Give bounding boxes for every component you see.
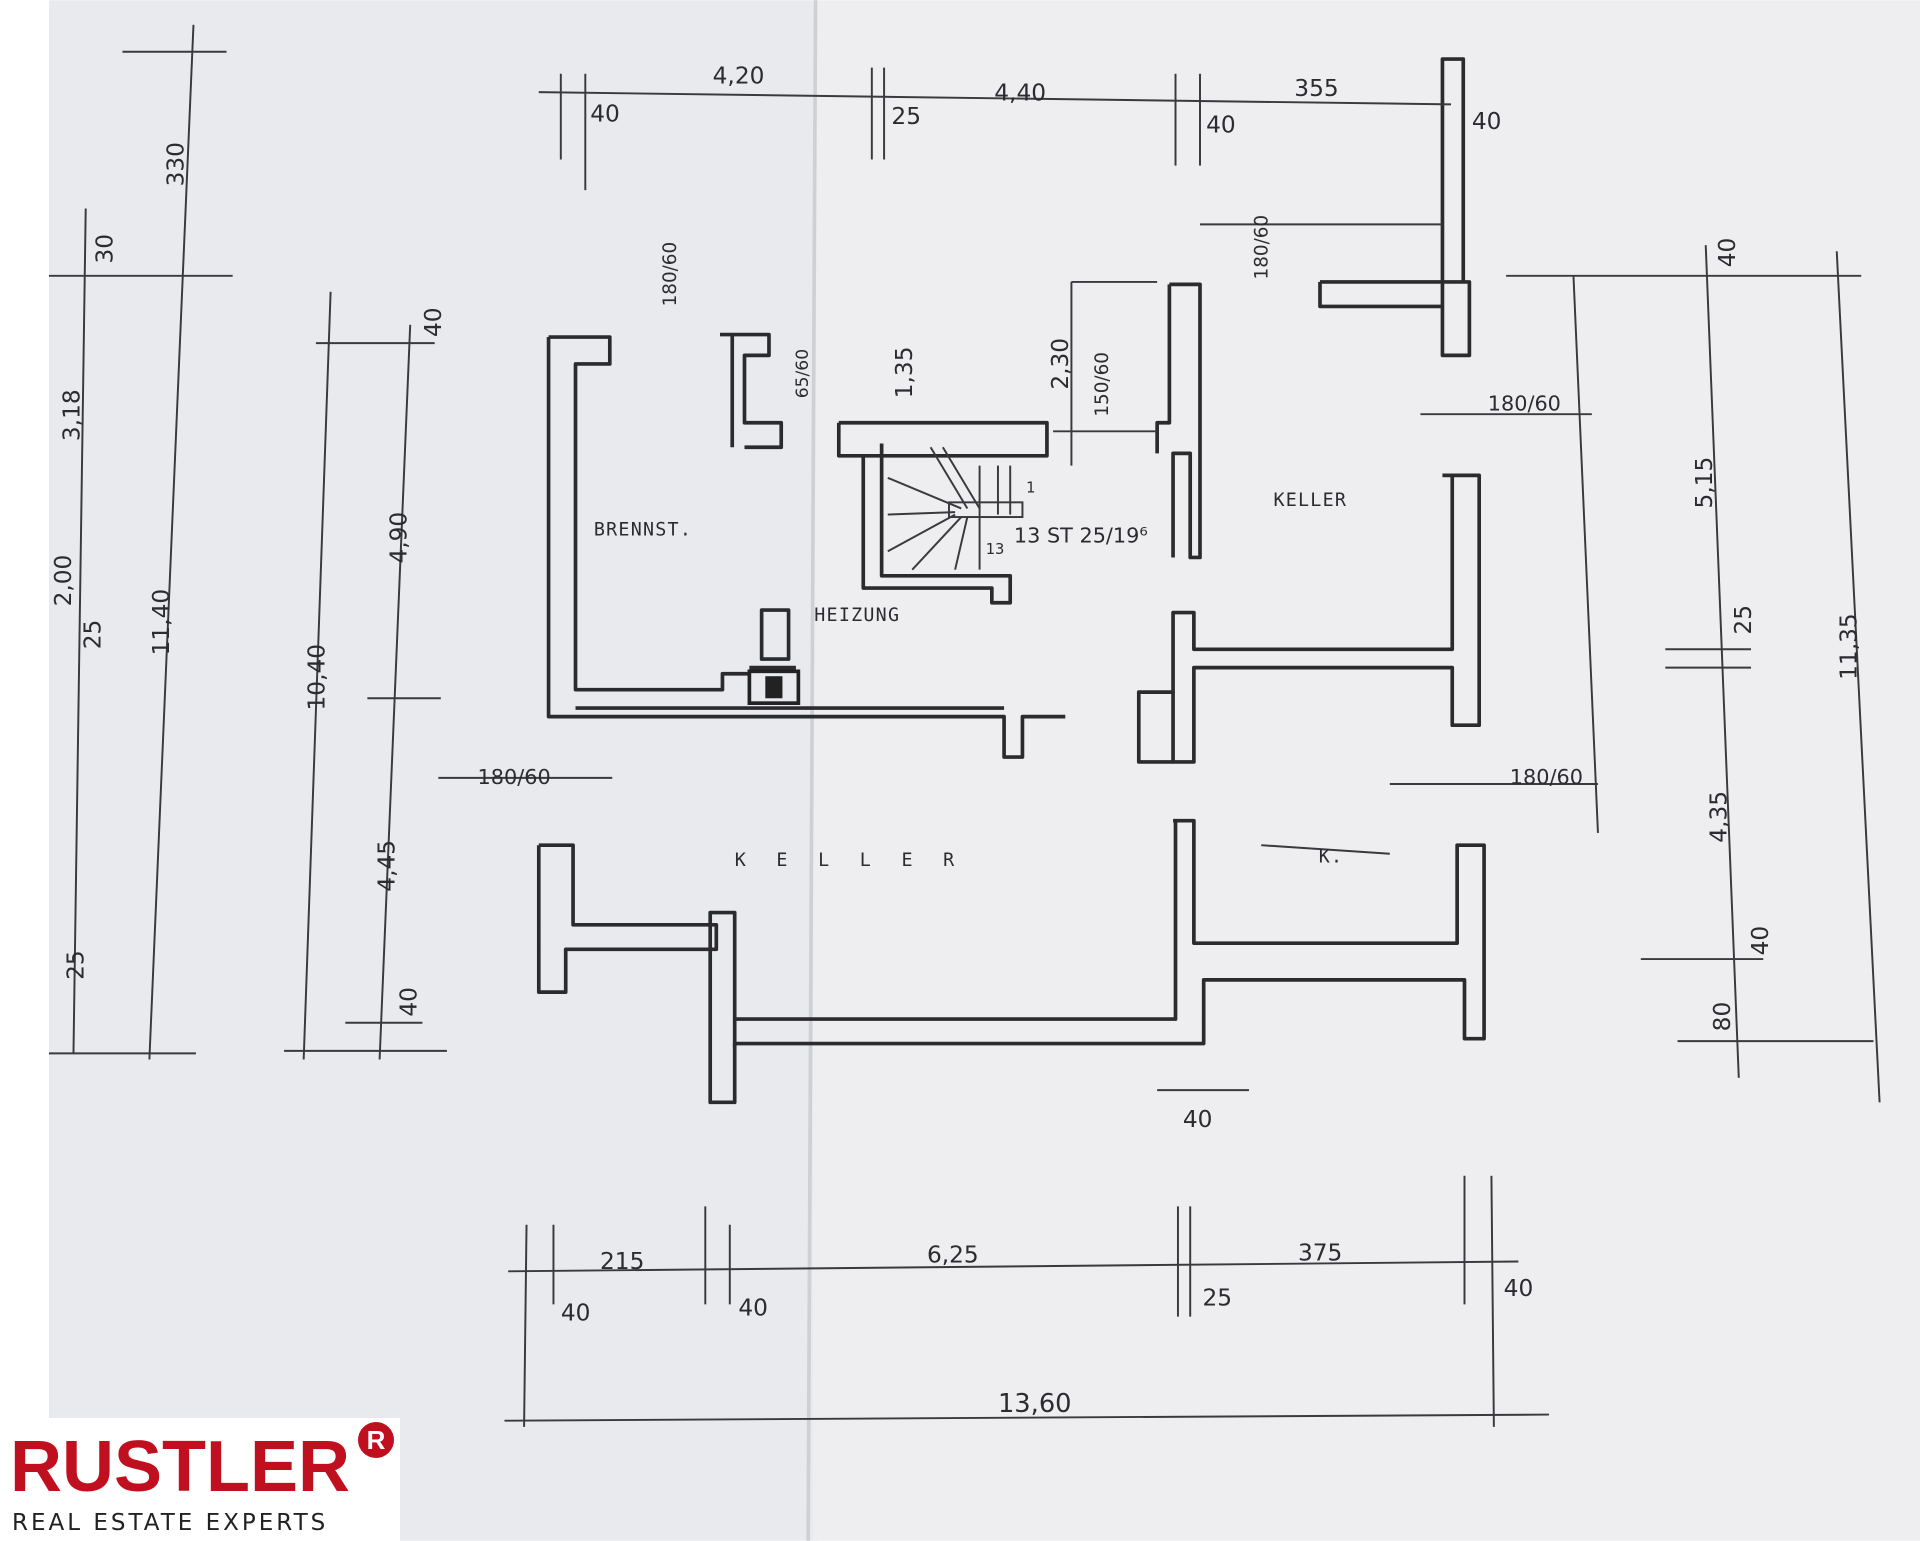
room-label-brennstoff: BRENNST. [594,519,692,540]
paper-left [48,0,818,1541]
dimension-lines [48,24,1881,1427]
dim-label: 40 [420,307,447,337]
room-label-keller-right: KELLER [1273,490,1347,511]
dim-label: 25 [79,620,106,650]
dim-label: 375 [1298,1239,1342,1266]
stair-step-first: 1 [1026,480,1035,497]
dim-label: 25 [1730,605,1757,635]
dim-label: 4,90 [386,512,413,564]
dim-label: 2,00 [50,555,77,607]
dimensions-inner: 180/60 180/60 65/60 1,35 2,30 150/60 180… [478,215,1583,789]
dim-label: 355 [1294,75,1338,102]
dim-label: 180/60 [1510,765,1583,789]
rustler-logo: RUSTLER R REAL ESTATE EXPERTS [0,1418,400,1541]
room-label-heizung: HEIZUNG [814,605,900,626]
dim-label: 25 [891,103,921,130]
logo-mark-icon: R [358,1422,394,1458]
dim-label: 40 [1472,108,1502,135]
dim-label: 40 [1183,1106,1213,1133]
dim-label: 40 [1206,112,1236,139]
dim-label: 4,20 [713,63,765,90]
dim-label: 40 [1747,926,1774,956]
dim-label: 180/60 [1488,392,1561,416]
dimensions-top: 40 4,20 25 4,40 40 355 40 [590,63,1501,139]
dim-label: 11,35 [1835,613,1862,680]
dim-label: 80 [1709,1002,1736,1032]
dim-label: 1,35 [891,346,918,398]
dimensions-right: 40 5,15 25 4,35 40 80 11,35 [1691,238,1862,1032]
dim-label: 40 [395,987,422,1017]
dim-label: 180/60 [1251,215,1272,280]
logo-tagline: REAL ESTATE EXPERTS [12,1510,329,1536]
dim-label: 180/60 [660,242,681,307]
dim-label: 215 [600,1248,644,1275]
dim-label: 25 [1202,1285,1232,1312]
dim-label: 3,18 [59,389,86,441]
dim-label: 40 [738,1294,768,1321]
chimney [747,669,801,705]
staircase [887,446,1024,571]
paper-fold [806,0,818,1541]
stair-step-last: 13 [986,541,1005,558]
dim-label: 40 [590,101,620,128]
boiler [759,608,791,661]
dim-label: 4,40 [994,80,1046,107]
logo-brand: RUSTLER [10,1427,350,1507]
dim-label: 6,25 [927,1242,979,1269]
dim-label: 13,60 [998,1389,1072,1419]
dim-label: 4,35 [1706,791,1733,843]
dimensions-bottom: 215 40 40 6,25 25 375 40 40 13,60 [561,1106,1533,1419]
dim-label: 40 [561,1299,591,1326]
paper-right [813,0,1920,1541]
dim-label: 11,40 [148,589,175,656]
dimensions-left: 330 30 3,18 2,00 25 11,40 25 10,40 40 4,… [50,142,447,1017]
room-label-k: K. [1319,846,1344,867]
dim-label: 4,45 [373,840,400,892]
stair-note: 13 ST 25/19⁶ [1014,524,1148,548]
dim-label: 2,30 [1047,338,1074,390]
dim-label: 25 [62,950,89,980]
room-label-keller-main: K E L L E R [735,850,964,871]
dim-label: 180/60 [478,765,551,789]
dim-label: 150/60 [1092,352,1113,417]
dim-label: 5,15 [1691,457,1718,509]
dim-label: 10,40 [303,644,330,711]
dim-label: 30 [92,234,119,264]
dim-label: 330 [163,142,190,186]
dim-label: 40 [1714,238,1741,268]
walls [536,57,1486,1105]
dim-label: 40 [1504,1275,1534,1302]
dim-label: 65/60 [793,349,813,398]
